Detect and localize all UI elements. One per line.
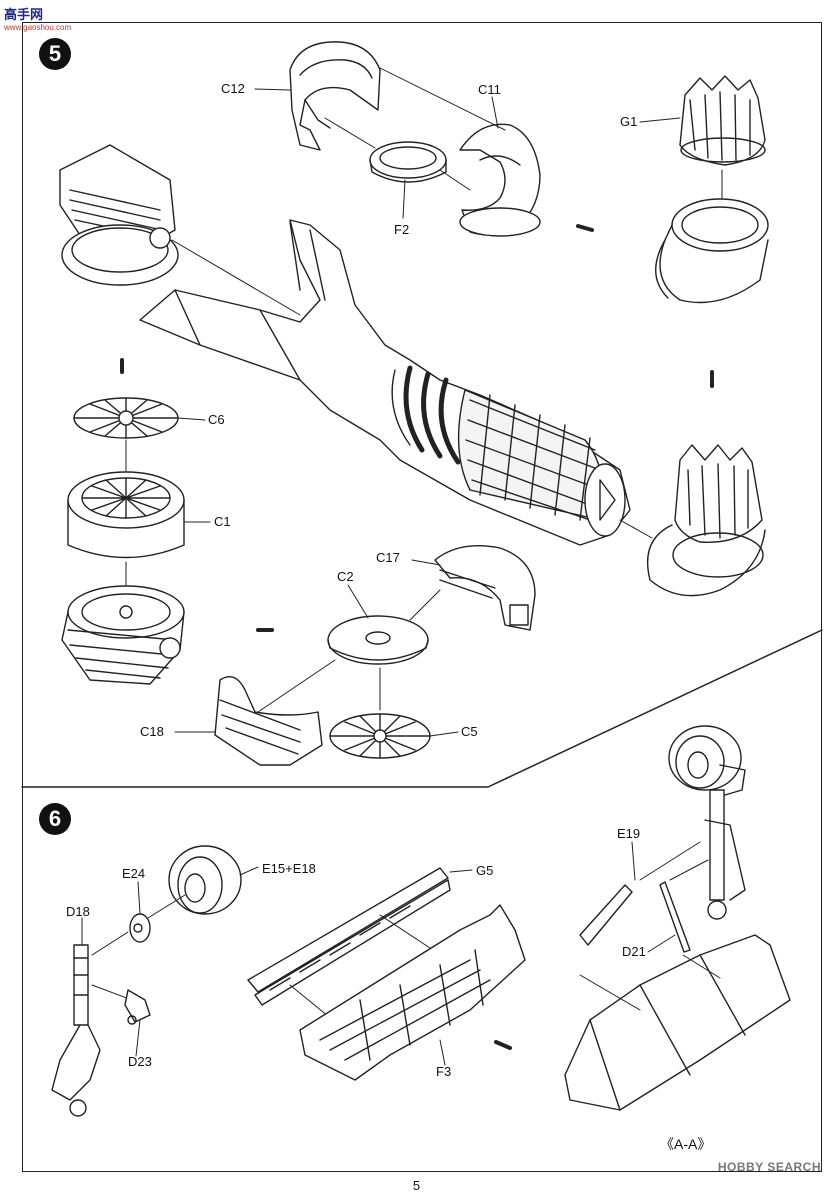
label-leaders [81,88,681,1066]
label-c18: C18 [140,724,164,739]
step-divider [21,629,823,788]
arrow-e24-d18 [91,931,129,956]
label-c17: C17 [376,550,400,565]
label-e24: E24 [122,866,146,881]
arrow-e19 [639,841,701,881]
part-d23 [124,989,151,1025]
arrow-c17-c2 [409,589,441,621]
label-e19: E19 [617,826,641,841]
site-logo-url: www.gaoshou.com [4,23,72,32]
arrow-c12-f2 [324,117,376,149]
part-c12 [289,41,381,151]
arrow-wheel-e24 [147,894,186,919]
site-logo: 高手网 www.gaoshou.com [4,4,71,32]
front-housing [61,585,185,685]
arrow-to-bay-a [579,974,641,1011]
label-c11: C11 [478,82,501,97]
part-g1 [679,75,766,166]
arrow-intake-engine [171,239,301,316]
nozzle-assembly-top [655,198,769,304]
arrow-c12-c11 [379,67,506,131]
arrow-engine-nozzle [619,519,653,539]
step-arrow-right-6 [494,1040,512,1050]
label-c2: C2 [337,569,354,584]
label-c5: C5 [461,724,478,739]
part-e15-e18 [168,845,242,915]
arrow-c18-c2 [257,659,336,713]
assembled-gear-bay [564,725,791,1111]
arrow-to-bay-b [682,954,721,979]
view-label-a-a: 《A-A》 [660,1136,712,1152]
label-g5: G5 [476,863,494,878]
part-e24 [129,913,151,943]
nozzle-assembly-bottom [646,444,766,597]
label-c12: C12 [221,81,245,96]
label-g1: G1 [620,114,638,129]
part-f3 [299,904,526,1081]
site-logo-text: 高手网 [4,7,44,22]
page-number: 5 [412,1178,421,1193]
label-f2: F2 [394,222,410,237]
label-d18: D18 [66,904,90,919]
part-f2 [369,141,447,183]
step-5-badge: 5 [39,38,71,70]
label-c1: C1 [214,514,231,529]
part-c5 [329,713,431,759]
step-6-badge: 6 [39,803,71,835]
engine-body [139,219,631,546]
arrow-g5-f3-b [379,914,431,949]
watermark-hobby-search: HOBBY SEARCH [717,1160,821,1174]
intake-housing [59,144,179,286]
part-d18 [51,944,101,1117]
label-d21: D21 [622,944,646,959]
part-c18 [214,676,323,766]
label-d23: D23 [128,1054,152,1069]
label-e15-e18: E15+E18 [262,861,316,876]
part-g5 [247,867,451,1006]
label-f3: F3 [436,1064,452,1079]
part-c1 [67,471,185,559]
step-arrow-right [576,224,594,232]
arrow-d23-d18 [91,984,133,1001]
part-c17 [434,545,536,631]
part-c11 [459,123,541,237]
instruction-frame [22,22,822,1172]
part-c6 [73,397,179,439]
part-c2 [327,615,429,665]
arrow-d21 [669,859,709,881]
label-c6: C6 [208,412,225,427]
arrow-f2-c11 [439,169,471,191]
